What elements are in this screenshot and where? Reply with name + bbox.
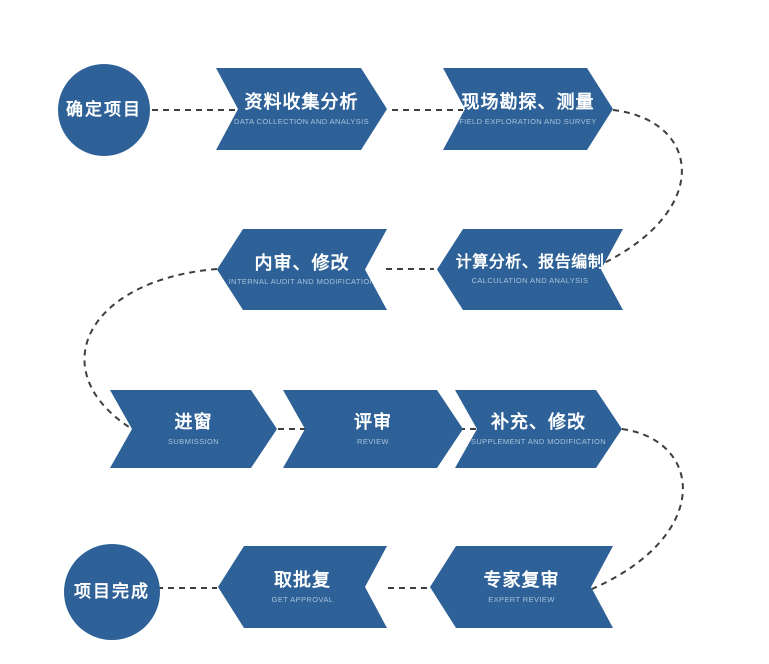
step-expert-review: 专家复审 EXPERT REVIEW: [430, 546, 613, 628]
step-title: 内审、修改: [254, 252, 350, 273]
step-title: 取批复: [274, 570, 331, 591]
connector-a3-to-a5-curve: [83, 268, 218, 430]
step-subtitle: SUBMISSION: [167, 436, 220, 446]
step-subtitle: CALCULATION AND ANALYSIS: [471, 276, 589, 286]
step-subtitle: DATA COLLECTION AND ANALYSIS: [234, 116, 369, 126]
connector-a2-to-a4-curve: [599, 109, 683, 266]
step-title: 评审: [354, 412, 392, 433]
start-node-label: 确定项目: [66, 100, 142, 120]
step-title: 专家复审: [483, 570, 560, 591]
connector-a7-to-a9-curve: [591, 428, 684, 590]
step-subtitle: GET APPROVAL: [271, 594, 334, 604]
step-subtitle: REVIEW: [357, 436, 389, 446]
step-field-exploration: 现场勘探、测量 FIELD EXPLORATION AND SURVEY: [443, 68, 613, 150]
step-data-collection: 资料收集分析 DATA COLLECTION AND ANALYSIS: [216, 68, 387, 150]
step-submission: 进窗 SUBMISSION: [110, 390, 277, 468]
step-calculation-analysis: 计算分析、报告编制 CALCULATION AND ANALYSIS: [437, 229, 623, 310]
step-supplement-modification: 补充、修改 SUPPLEMENT AND MODIFICATION: [455, 390, 622, 468]
finish-node-label: 项目完成: [74, 582, 150, 602]
step-subtitle: EXPERT REVIEW: [488, 594, 555, 604]
step-get-approval: 取批复 GET APPROVAL: [218, 546, 387, 628]
step-title: 进窗: [174, 412, 213, 433]
finish-node: 项目完成: [64, 544, 160, 640]
step-subtitle: INTERNAL AUDIT AND MODIFICATION: [228, 277, 376, 287]
step-title: 补充、修改: [491, 412, 586, 433]
step-title: 计算分析、报告编制: [455, 253, 605, 271]
step-review: 评审 REVIEW: [283, 390, 463, 468]
step-internal-audit: 内审、修改 INTERNAL AUDIT AND MODIFICATION: [217, 229, 387, 310]
step-subtitle: FIELD EXPLORATION AND SURVEY: [459, 116, 597, 126]
step-subtitle: SUPPLEMENT AND MODIFICATION: [470, 436, 607, 446]
step-title: 资料收集分析: [244, 92, 359, 113]
step-title: 现场勘探、测量: [461, 92, 595, 113]
start-node: 确定项目: [58, 64, 150, 156]
